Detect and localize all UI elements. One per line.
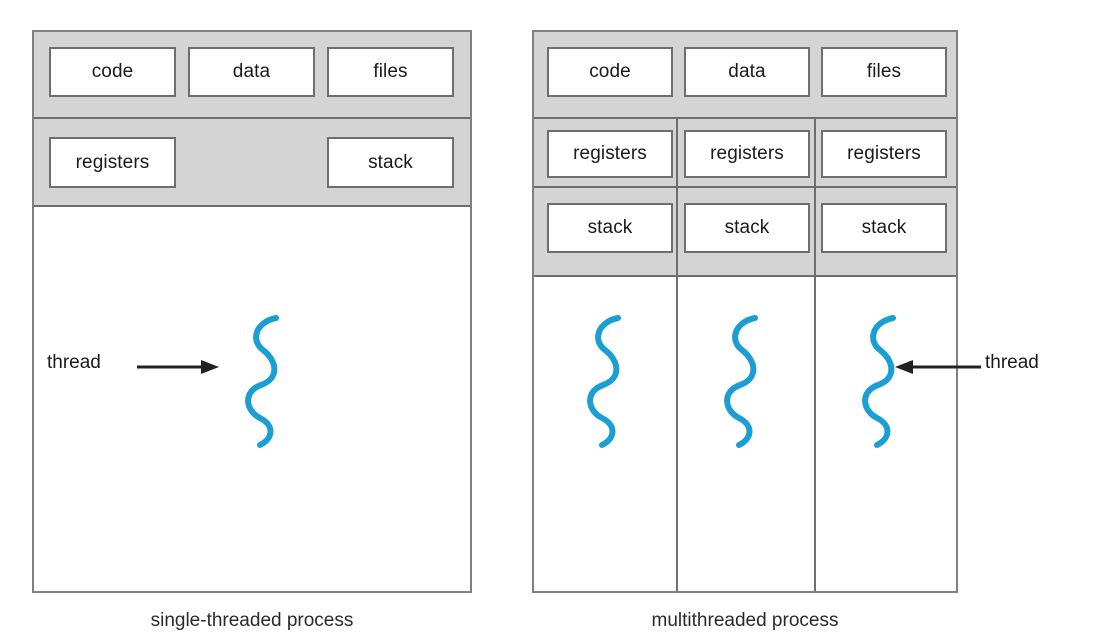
slot-data: data — [188, 47, 315, 97]
slot-registers: registers — [49, 137, 176, 188]
thread-resources-band: registers stack — [34, 119, 470, 207]
thread-annotation-label-left: thread — [47, 352, 101, 373]
shared-resources-band: code data files — [534, 32, 956, 119]
shared-resources-band: code data files — [34, 32, 470, 119]
single-threaded-process-panel: code data files registers stack — [32, 30, 472, 593]
thread-squiggle-2 — [724, 315, 758, 448]
slot-files: files — [821, 47, 947, 97]
slot-code: code — [547, 47, 673, 97]
slot-stack: stack — [547, 203, 673, 253]
thread-annotation-label-right: thread — [985, 352, 1039, 373]
slot-stack: stack — [327, 137, 454, 188]
thread-squiggle-single — [245, 315, 279, 448]
slot-registers: registers — [547, 130, 673, 178]
caption-multithreaded-process: multithreaded process — [651, 610, 839, 631]
thread-squiggle-3 — [862, 315, 896, 448]
multithreaded-process-panel: code data files registers registers regi… — [532, 30, 958, 593]
slot-code: code — [49, 47, 176, 97]
slot-files: files — [327, 47, 454, 97]
stack-row: stack stack stack — [534, 188, 956, 277]
caption-single-threaded-process: single-threaded process — [150, 610, 354, 631]
thread-squiggle-1 — [587, 315, 621, 448]
thread-annotation-arrow-left — [895, 360, 981, 374]
slot-registers: registers — [821, 130, 947, 178]
thread-annotation-arrow-right — [137, 360, 219, 374]
slot-data: data — [684, 47, 810, 97]
slot-stack: stack — [684, 203, 810, 253]
registers-row: registers registers registers — [534, 119, 956, 188]
slot-stack: stack — [821, 203, 947, 253]
thread-column-divider — [814, 119, 816, 591]
thread-column-divider — [676, 119, 678, 591]
slot-registers: registers — [684, 130, 810, 178]
